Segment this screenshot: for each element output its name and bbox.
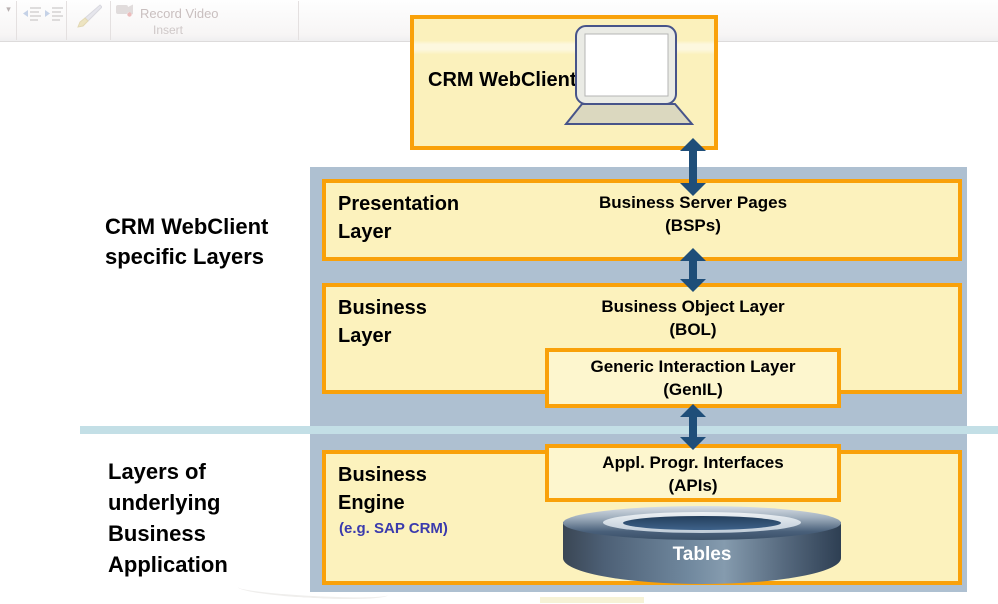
business-server-pages-label: Business Server Pages (BSPs) (598, 193, 788, 235)
decrease-indent-icon[interactable] (23, 6, 41, 21)
business-object-layer-label: Business Object Layer (BOL) (601, 297, 785, 339)
format-painter-icon[interactable] (76, 3, 103, 29)
arrow-presentation-to-business (680, 248, 706, 292)
business-engine-title: Business Engine (338, 464, 427, 514)
label-crm-webclient-specific-layers: CRM WebClient specific Layers (105, 214, 269, 269)
crm-webclient-label: CRM WebClient (428, 69, 577, 91)
record-video-button[interactable]: Record Video (116, 4, 219, 22)
laptop-icon (563, 24, 696, 133)
video-camera-icon (116, 4, 135, 22)
increase-indent-icon[interactable] (45, 6, 63, 21)
cylinder-hole (623, 516, 781, 530)
ribbon-separator (298, 1, 299, 40)
presentation-layer-box: Presentation Layer Business Server Pages… (322, 179, 962, 261)
arrow-genil-to-api (680, 404, 706, 450)
business-layer-title: Business Layer (338, 297, 427, 347)
business-engine-subtitle: (e.g. SAP CRM) (339, 520, 448, 537)
stray-yellow-mark (540, 597, 644, 603)
database-cylinder-icon: Tables (563, 506, 841, 584)
arrow-client-to-presentation (680, 138, 706, 196)
layer-group-divider (80, 426, 998, 434)
label-layers-of-underlying-business-application: Layers of underlying Business Applicatio… (108, 459, 228, 577)
ribbon-separator (110, 1, 111, 40)
ribbon-group-label-insert: Insert (152, 23, 183, 37)
api-box: Appl. Progr. Interfaces (APIs) (545, 444, 841, 502)
ribbon-separator (16, 1, 17, 40)
ribbon-separator (66, 1, 67, 40)
generic-interaction-layer-box: Generic Interaction Layer (GenIL) (545, 348, 841, 408)
dropdown-caret-icon[interactable]: ▾ (6, 4, 11, 14)
presentation-layer-title: Presentation Layer (338, 193, 460, 243)
api-label: Appl. Progr. Interfaces (APIs) (602, 453, 784, 495)
record-video-label: Record Video (140, 5, 219, 21)
generic-interaction-layer-label: Generic Interaction Layer (GenIL) (590, 357, 796, 399)
tables-label: Tables (672, 544, 732, 565)
